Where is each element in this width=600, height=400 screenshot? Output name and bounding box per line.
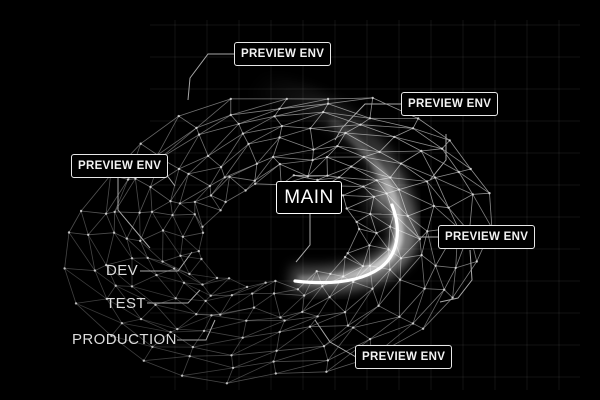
light-swirl	[248, 72, 419, 293]
preview-env-tag-right: PREVIEW ENV	[438, 225, 536, 249]
stage-label-production: PRODUCTION	[72, 331, 177, 348]
stage-label-dev: DEV	[106, 262, 139, 279]
preview-env-tag-top: PREVIEW ENV	[234, 42, 332, 66]
main-branch-box: MAIN	[276, 181, 342, 214]
preview-env-tag-bottom: PREVIEW ENV	[355, 345, 453, 369]
preview-env-tag-upper-right: PREVIEW ENV	[401, 92, 499, 116]
stage-label-test: TEST	[106, 295, 146, 312]
preview-env-tag-left: PREVIEW ENV	[71, 154, 169, 178]
